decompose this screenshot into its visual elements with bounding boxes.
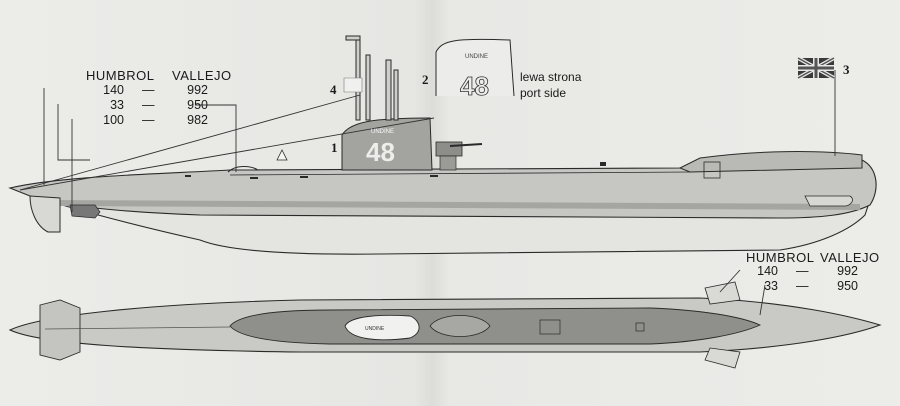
top-humbrol-1: 140 [757, 264, 778, 278]
limber-holes [185, 162, 606, 179]
bow-planes-top-lower [704, 347, 741, 369]
top-vallejo-2: 950 [837, 279, 858, 293]
centre-line [44, 326, 231, 330]
humbrol-header-side: HUMBROL [86, 68, 155, 83]
side-humbrol-3: 100 [103, 113, 124, 127]
tower-name-mark: UNDINE [371, 129, 394, 135]
side-vallejo-1: 992 [187, 83, 208, 97]
callout-1: 1 [331, 140, 338, 155]
white-ensign [343, 77, 363, 93]
bow-planes-top-upper [704, 281, 741, 305]
top-dash-1: — [796, 264, 809, 278]
top-vallejo-1: 992 [837, 264, 858, 278]
bow-hatch [703, 161, 721, 179]
leader-lines [19, 70, 836, 212]
tower-number-mark: 48 [366, 137, 395, 167]
inset-name-mark: UNDINE [465, 54, 488, 60]
hatch-1 [539, 319, 561, 335]
bow-planes [804, 195, 853, 207]
side-humbrol-2: 33 [110, 98, 124, 112]
port-side-note-pl: lewa strona [520, 70, 582, 84]
humbrol-header-top: HUMBROL [746, 250, 815, 265]
deck-gun [435, 141, 483, 171]
port-tower-inset [435, 38, 515, 97]
top-deck [229, 307, 762, 345]
side-humbrol-1: 140 [103, 83, 124, 97]
propeller [69, 204, 101, 219]
hull-stripe [40, 200, 860, 210]
port-side-note-en: port side [520, 86, 567, 100]
callout-2: 2 [422, 72, 429, 87]
top-leader-lines [719, 269, 766, 316]
gun-platform [429, 315, 491, 337]
side-vallejo-2: 950 [187, 98, 208, 112]
side-dash-2: — [142, 98, 155, 112]
vallejo-header-side: VALLEJO [172, 68, 232, 83]
deck-vent [276, 149, 288, 161]
stern-planes [39, 299, 81, 361]
top-humbrol-2: 33 [764, 279, 778, 293]
bow-casing [678, 151, 863, 173]
side-dash-1: — [142, 83, 155, 97]
bridge-top [344, 314, 420, 341]
side-dash-3: — [142, 113, 155, 127]
side-view: UNDINE 48 [8, 35, 877, 255]
callout-4: 4 [330, 82, 337, 97]
vallejo-header-top: VALLEJO [820, 250, 880, 265]
side-vallejo-3: 982 [187, 113, 208, 127]
top-dash-2: — [796, 279, 809, 293]
after-casing [227, 166, 259, 173]
stern-rudder [29, 195, 61, 233]
inset-number-mark: 48 [460, 71, 489, 101]
bridge-name-mark: UNDINE [365, 326, 385, 332]
union-jack-flag-icon [797, 56, 835, 80]
top-view: UNDINE [8, 269, 882, 369]
callout-3: 3 [843, 62, 850, 77]
casing-line [229, 171, 691, 176]
conning-tower [341, 117, 433, 171]
hatch-2 [635, 322, 645, 332]
